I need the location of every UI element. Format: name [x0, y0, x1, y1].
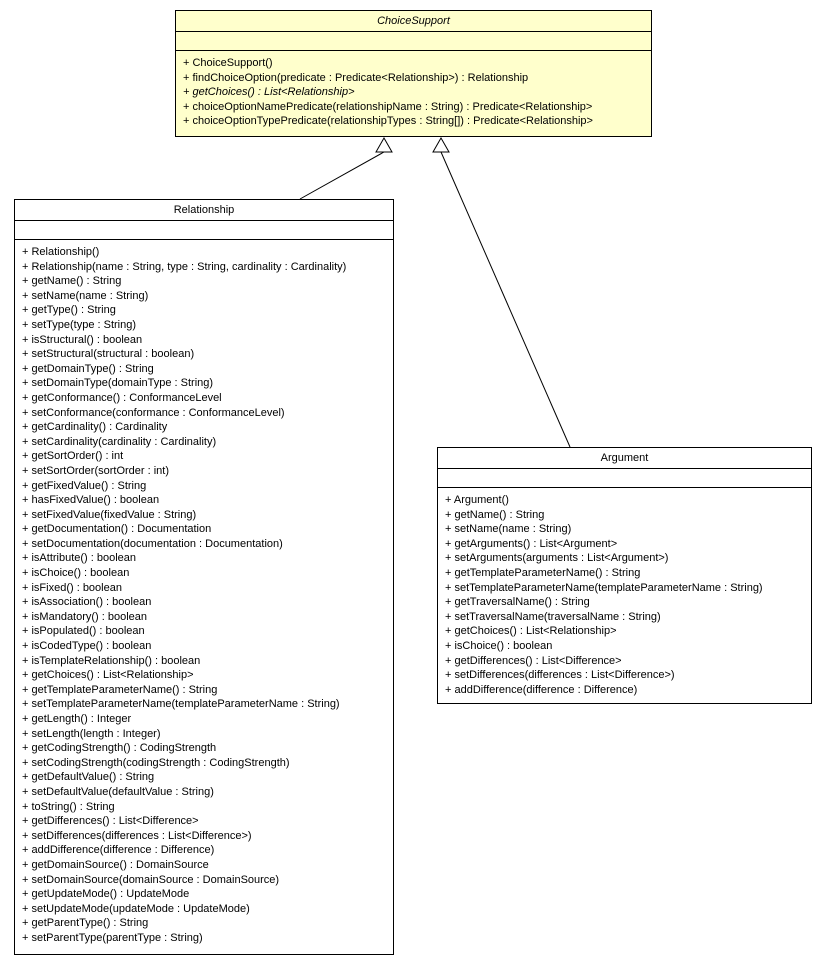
methods-compartment: + ChoiceSupport() + findChoiceOption(pred…: [176, 51, 651, 136]
method-item: + setDifferences(differences : List<Diff…: [445, 669, 675, 682]
method-item: + isFixed() : boolean: [22, 581, 122, 594]
method-item: + setCardinality(cardinality : Cardinali…: [22, 435, 217, 448]
class-box-choicesupport: ChoiceSupport + ChoiceSupport() + findCho…: [175, 10, 652, 137]
generalization-line-argument: [440, 151, 571, 448]
method-item: + getUpdateMode() : UpdateMode: [22, 888, 190, 901]
method-item: + findChoiceOption(predicate : Predicate…: [183, 71, 529, 84]
method-item: + isCodedType() : boolean: [22, 640, 152, 653]
method-item: + getDocumentation() : Documentation: [22, 523, 212, 536]
method-item: + setDefaultValue(defaultValue : String): [22, 785, 214, 798]
method-item: + getTemplateParameterName() : String: [445, 566, 641, 579]
method-item: + isChoice() : boolean: [22, 567, 130, 580]
method-item: + getConformance() : ConformanceLevel: [22, 391, 222, 404]
method-item: + setLength(length : Integer): [22, 727, 161, 740]
method-item: + addDifference(difference : Difference): [445, 683, 638, 696]
method-item: + getChoices() : List<Relationship>: [445, 625, 617, 638]
method-item: + Argument(): [445, 494, 509, 506]
method-item: + getLength() : Integer: [22, 713, 132, 725]
method-item: + setStructural(structural : boolean): [22, 348, 195, 361]
generalization-triangle-relationship: [375, 136, 393, 153]
method-item: + setDocumentation(documentation : Docum…: [22, 537, 283, 550]
class-box-relationship: Relationship + Relationship()+ Relations…: [14, 199, 394, 955]
method-item: + getName() : String: [22, 275, 122, 288]
method-item: + ChoiceSupport(): [183, 57, 273, 69]
attributes-compartment: [176, 32, 651, 51]
generalization-line-relationship: [299, 151, 385, 200]
methods-compartment: + Argument() + getName() : String + setNam…: [438, 488, 811, 703]
method-item: + getArguments() : List<Argument>: [445, 537, 618, 550]
method-item: + setUpdateMode(updateMode : UpdateMode): [22, 902, 250, 915]
method-item: + getDifferences() : List<Difference>: [445, 654, 622, 667]
method-item: + getFixedValue() : String: [22, 479, 147, 492]
method-item: + addDifference(difference : Difference): [22, 844, 215, 857]
method-item: + setDomainType(domainType : String): [22, 377, 214, 390]
method-item: + setName(name : String): [22, 289, 149, 302]
method-item: + setCodingStrength(codingStrength : Cod…: [22, 756, 290, 769]
method-item: + setArguments(arguments : List<Argument…: [445, 552, 669, 565]
method-item: + isTemplateRelationship() : boolean: [22, 654, 201, 667]
method-item: + getDomainSource() : DomainSource: [22, 858, 209, 871]
method-item: + choiceOptionTypePredicate(relationship…: [183, 115, 593, 128]
attributes-compartment: [15, 221, 393, 240]
method-item: + getChoices() : List<Relationship>: [183, 86, 355, 99]
method-item: + hasFixedValue() : boolean: [22, 494, 160, 507]
method-item: + setTemplateParameterName(templateParam…: [445, 581, 763, 594]
method-item: + isAttribute() : boolean: [22, 552, 137, 565]
method-item: + getParentType() : String: [22, 917, 149, 930]
method-item: + setDifferences(differences : List<Diff…: [22, 829, 252, 842]
method-item: + getSortOrder() : int: [22, 450, 124, 463]
method-item: + isChoice() : boolean: [445, 639, 553, 652]
class-name-choicesupport: ChoiceSupport: [176, 11, 651, 32]
methods-compartment: + Relationship() + Relationship(name : St…: [15, 240, 393, 954]
method-item: + setType(type : String): [22, 318, 137, 331]
method-item: + setDomainSource(domainSource : DomainS…: [22, 873, 280, 886]
method-item: + isStructural() : boolean: [22, 333, 143, 346]
method-item: + getTraversalName() : String: [445, 596, 590, 609]
method-item: + isAssociation() : boolean: [22, 596, 152, 609]
class-box-argument: Argument + Argument() + getName() : Strin…: [437, 447, 812, 704]
method-item: + isPopulated() : boolean: [22, 625, 145, 638]
method-item: + getDifferences() : List<Difference>: [22, 815, 199, 828]
generalization-triangle-argument: [432, 136, 450, 153]
method-item: + choiceOptionNamePredicate(relationship…: [183, 100, 593, 113]
method-item: + toString() : String: [22, 800, 115, 813]
method-item: + getChoices() : List<Relationship>: [22, 669, 194, 682]
method-item: + setName(name : String): [445, 523, 572, 536]
method-item: + setParentType(parentType : String): [22, 931, 203, 944]
method-item: + getCardinality() : Cardinality: [22, 421, 168, 434]
method-item: + setFixedValue(fixedValue : String): [22, 508, 197, 521]
method-item: + setTraversalName(traversalName : Strin…: [445, 610, 661, 623]
method-item: + getCodingStrength() : CodingStrength: [22, 742, 217, 755]
class-name-argument: Argument: [438, 448, 811, 469]
method-item: + setSortOrder(sortOrder : int): [22, 464, 170, 477]
method-item: + Relationship(): [22, 246, 100, 258]
method-item: + setConformance(conformance : Conforman…: [22, 406, 285, 419]
method-item: + getDefaultValue() : String: [22, 771, 155, 784]
method-item: + getDomainType() : String: [22, 362, 154, 375]
class-name-relationship: Relationship: [15, 200, 393, 221]
method-item: + Relationship(name : String, type : Str…: [22, 260, 347, 273]
method-item: + getName() : String: [445, 508, 545, 521]
method-item: + isMandatory() : boolean: [22, 610, 148, 623]
method-item: + getTemplateParameterName() : String: [22, 683, 218, 696]
attributes-compartment: [438, 469, 811, 488]
method-item: + getType() : String: [22, 304, 116, 317]
method-item: + setTemplateParameterName(templateParam…: [22, 698, 340, 711]
